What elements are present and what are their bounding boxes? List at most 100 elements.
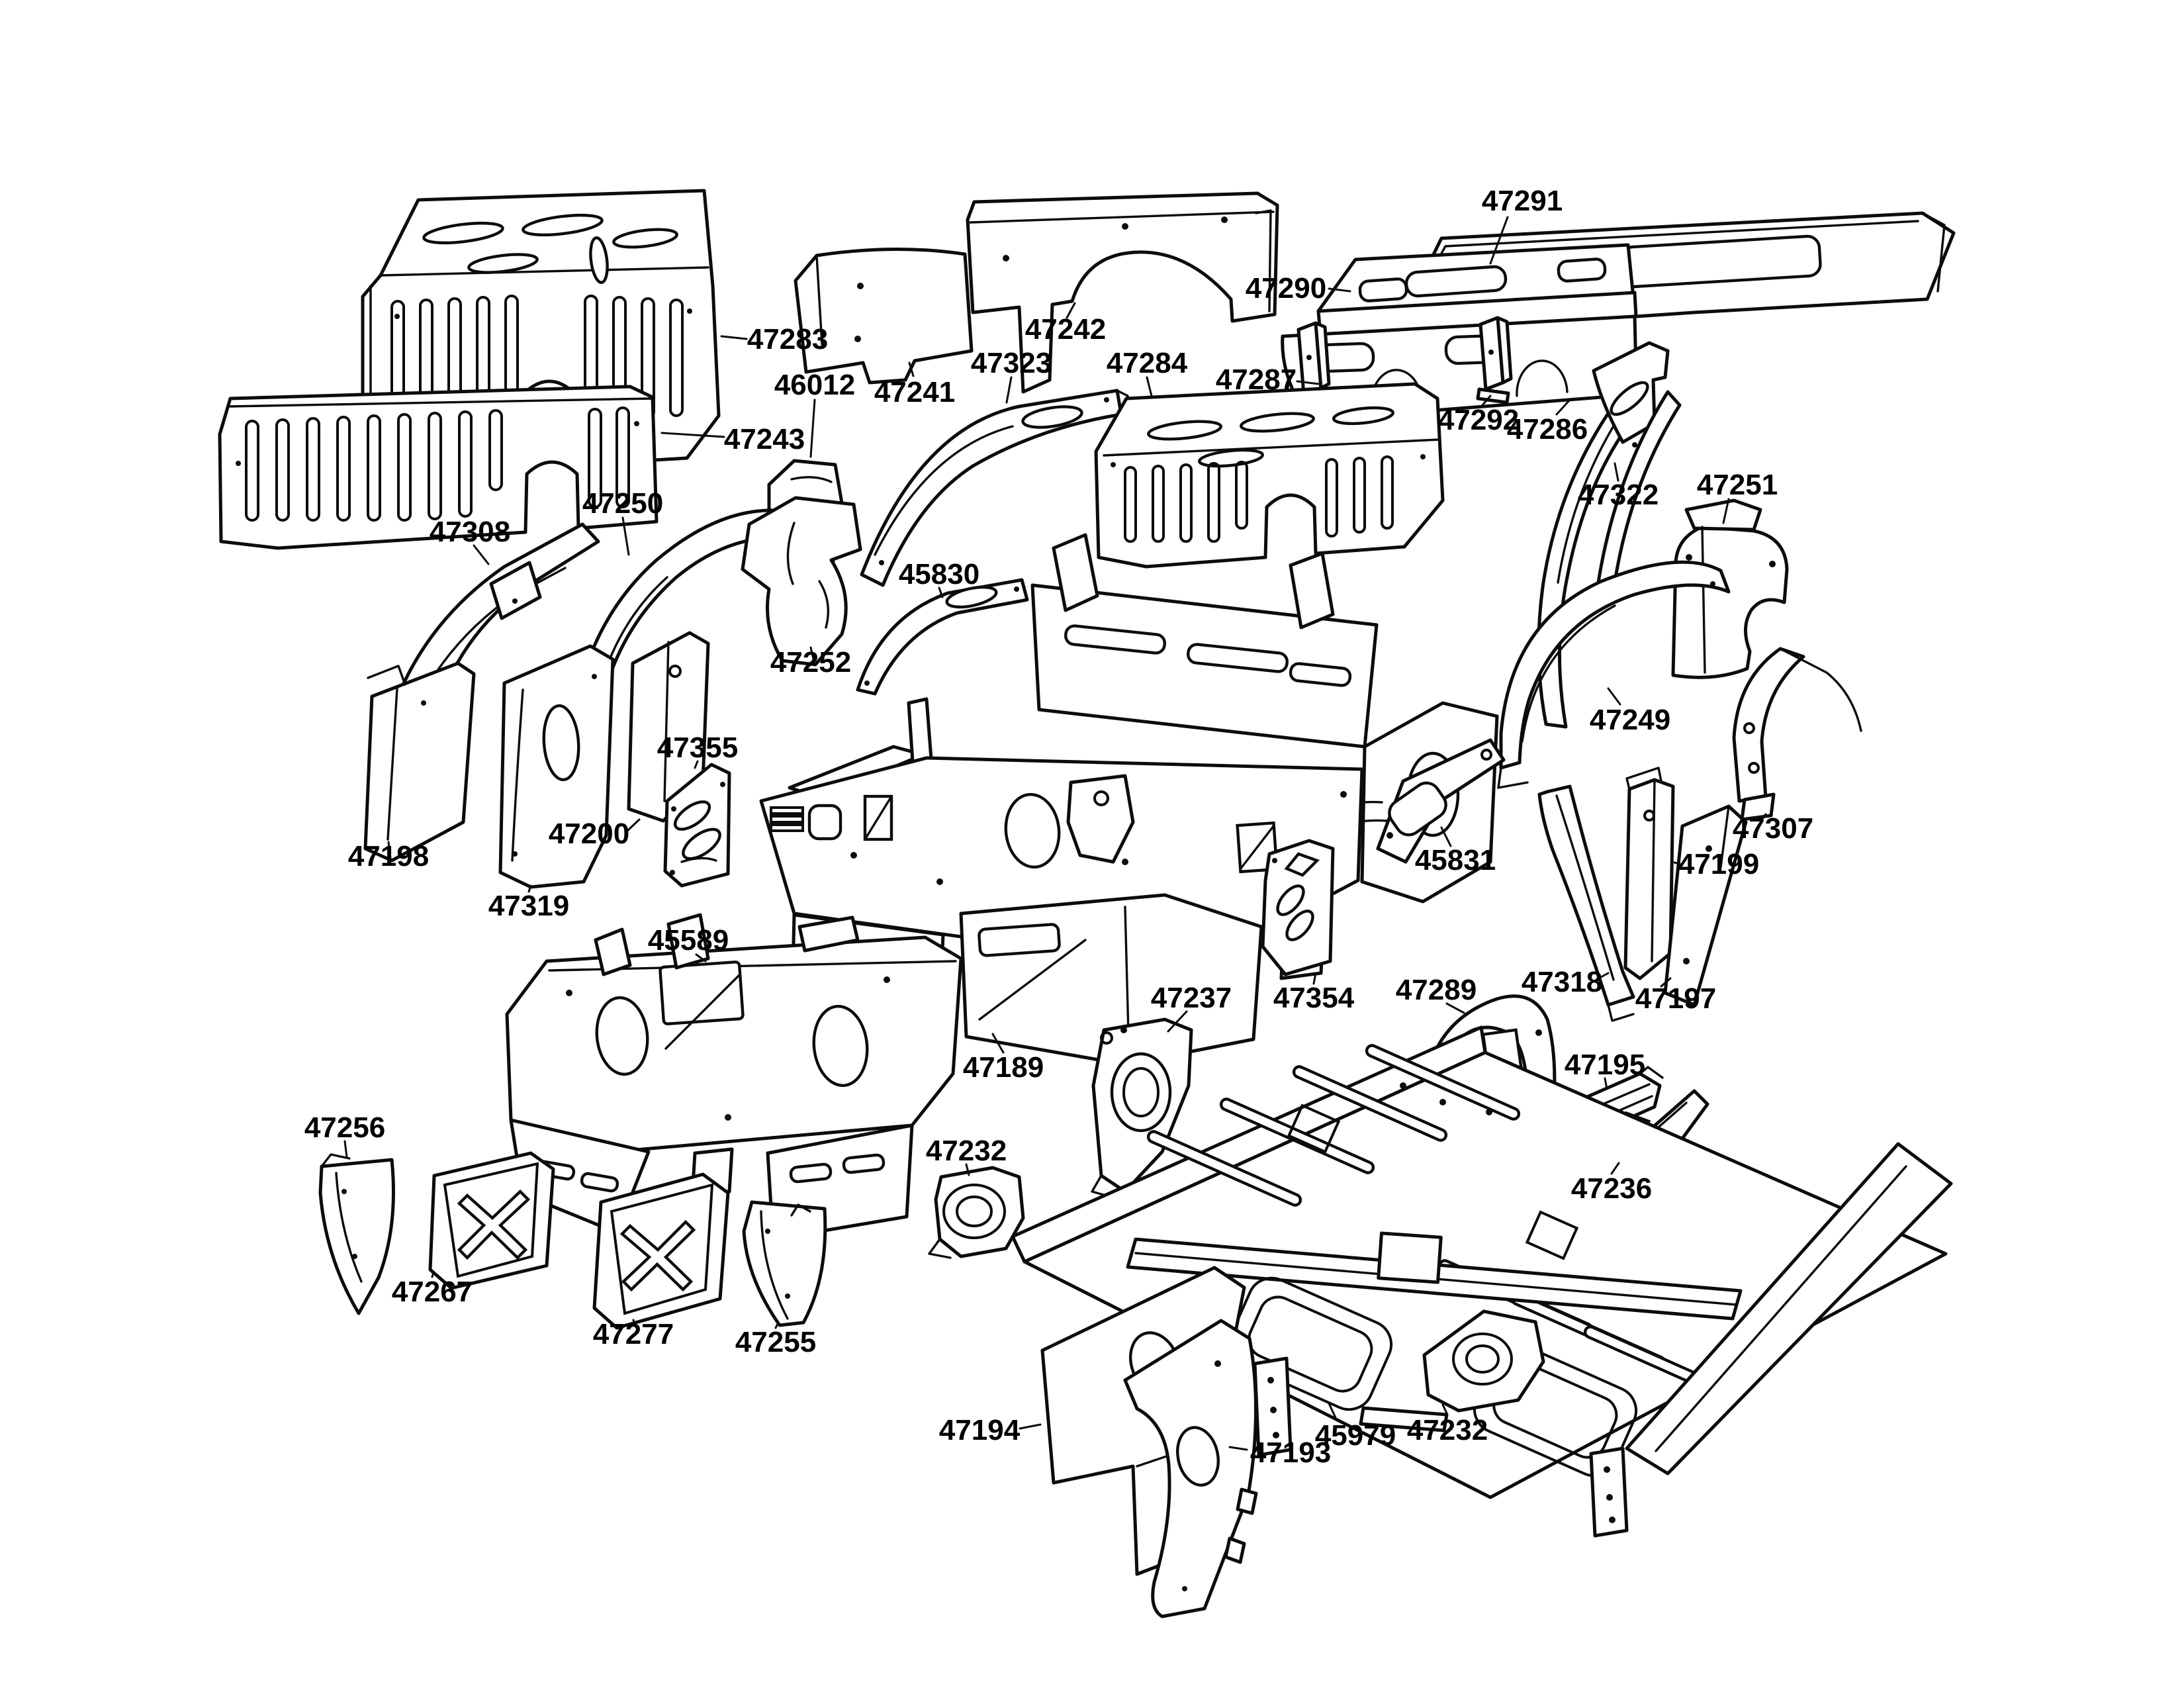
part-label-47249: 47249: [1590, 704, 1670, 736]
leader-line: [1481, 395, 1492, 406]
part-45979-drawing: [1011, 1025, 1953, 1538]
part-47319-drawing: [498, 644, 615, 889]
part-label-47289: 47289: [1396, 974, 1477, 1006]
part-label-47199: 47199: [1678, 848, 1759, 880]
part-47318-drawing: [1537, 784, 1635, 1022]
leader-line: [1066, 302, 1076, 319]
leader-line: [1759, 813, 1767, 822]
part-label-47250: 47250: [582, 487, 663, 520]
leader-line: [908, 361, 915, 377]
part-label-45830: 45830: [899, 558, 979, 590]
leader-line: [431, 1271, 435, 1278]
part-label-47287: 47287: [1216, 363, 1297, 396]
leader-line: [774, 1321, 780, 1329]
part-label-47283: 47283: [747, 323, 828, 355]
leader-line: [527, 884, 532, 893]
part-47323-drawing: [860, 389, 1129, 587]
leader-line: [720, 335, 748, 340]
leader-line: [626, 818, 641, 832]
part-label-45831: 45831: [1415, 844, 1496, 876]
part-47256-drawing: [318, 1153, 395, 1315]
leader-line: [809, 646, 815, 663]
leader-line: [1604, 1077, 1608, 1090]
part-45830-drawing: [856, 578, 1029, 696]
part-45589-drawing: [505, 913, 963, 1241]
leader-line: [1660, 977, 1672, 988]
leader-line: [1296, 380, 1320, 385]
part-label-47277: 47277: [593, 1318, 674, 1350]
leader-line: [1610, 1162, 1620, 1175]
leader-line: [991, 1033, 1005, 1054]
part-label-47323: 47323: [971, 347, 1052, 379]
leader-line: [1312, 972, 1317, 985]
part-label-47255: 47255: [735, 1326, 816, 1358]
leader-line: [694, 760, 699, 769]
part-label-47193: 47193: [1250, 1436, 1331, 1469]
leader-line: [1595, 972, 1610, 981]
part-47232-right-drawing: [1359, 1309, 1545, 1432]
leader-line: [695, 953, 707, 962]
part-label-46012: 46012: [774, 369, 855, 401]
leader-line: [473, 544, 490, 565]
part-47267-drawing: [428, 1151, 555, 1290]
part-47198-drawing: [363, 661, 476, 863]
leader-line: [938, 586, 944, 598]
part-label-47308: 47308: [430, 516, 510, 548]
part-label-47290: 47290: [1246, 272, 1326, 305]
part-label-47284: 47284: [1107, 347, 1188, 379]
leader-line: [387, 841, 392, 859]
leader-line: [632, 1319, 637, 1328]
part-label-47194: 47194: [939, 1414, 1021, 1446]
part-45831-drawing: [1376, 738, 1506, 864]
part-47241-drawing: [794, 248, 974, 385]
part-label-47189: 47189: [963, 1051, 1044, 1084]
leader-line: [1489, 216, 1509, 265]
leader-line: [1328, 287, 1351, 293]
leader-line: [1722, 498, 1730, 524]
part-label-47354: 47354: [1273, 982, 1355, 1014]
part-label-47319: 47319: [488, 890, 569, 922]
leader-line: [1019, 1423, 1042, 1430]
part-47237-drawing: [1091, 1017, 1193, 1198]
part-47232-left-drawing: [928, 1166, 1025, 1259]
leader-line: [809, 399, 816, 458]
part-label-47251: 47251: [1697, 469, 1778, 501]
leader-line: [1146, 376, 1153, 397]
part-47251-drawing: [1671, 498, 1789, 679]
part-47284-drawing: [1094, 382, 1445, 569]
part-label-47198: 47198: [348, 840, 429, 872]
leader-line: [1328, 1402, 1338, 1422]
part-47249-drawing: [1497, 560, 1731, 789]
part-label-47318: 47318: [1522, 966, 1602, 998]
part-47242-drawing: [966, 191, 1279, 394]
part-label-47241: 47241: [874, 376, 955, 408]
leader-line: [343, 1140, 348, 1158]
part-label-47286: 47286: [1507, 413, 1588, 445]
leader-line: [1673, 861, 1681, 865]
part-label-47355: 47355: [657, 731, 738, 764]
part-label-47195: 47195: [1565, 1049, 1645, 1081]
leader-line: [965, 1163, 970, 1176]
part-label-47292: 47292: [1438, 404, 1519, 436]
leader-line: [1441, 1403, 1449, 1416]
part-47252-drawing: [741, 496, 862, 667]
leader-line: [1228, 1446, 1248, 1451]
part-label-47237: 47237: [1151, 982, 1232, 1014]
leader-line: [1167, 1010, 1188, 1033]
part-label-47236: 47236: [1571, 1172, 1652, 1205]
part-label-47252: 47252: [770, 646, 851, 679]
leader-line: [1440, 826, 1452, 847]
parts-illustrations: [218, 189, 1956, 1618]
part-label-47243: 47243: [724, 423, 805, 455]
leader-line: [621, 516, 630, 556]
part-label-47200: 47200: [549, 818, 629, 850]
part-label-47256: 47256: [304, 1111, 385, 1144]
part-label-47232-left: 47232: [926, 1135, 1007, 1167]
part-47277-drawing: [592, 1172, 730, 1330]
part-label-45979: 45979: [1315, 1419, 1396, 1452]
leader-line: [1607, 687, 1621, 706]
leader-line: [1445, 1002, 1465, 1014]
leader-line: [1614, 462, 1619, 482]
part-47307-drawing: [1732, 647, 1862, 821]
